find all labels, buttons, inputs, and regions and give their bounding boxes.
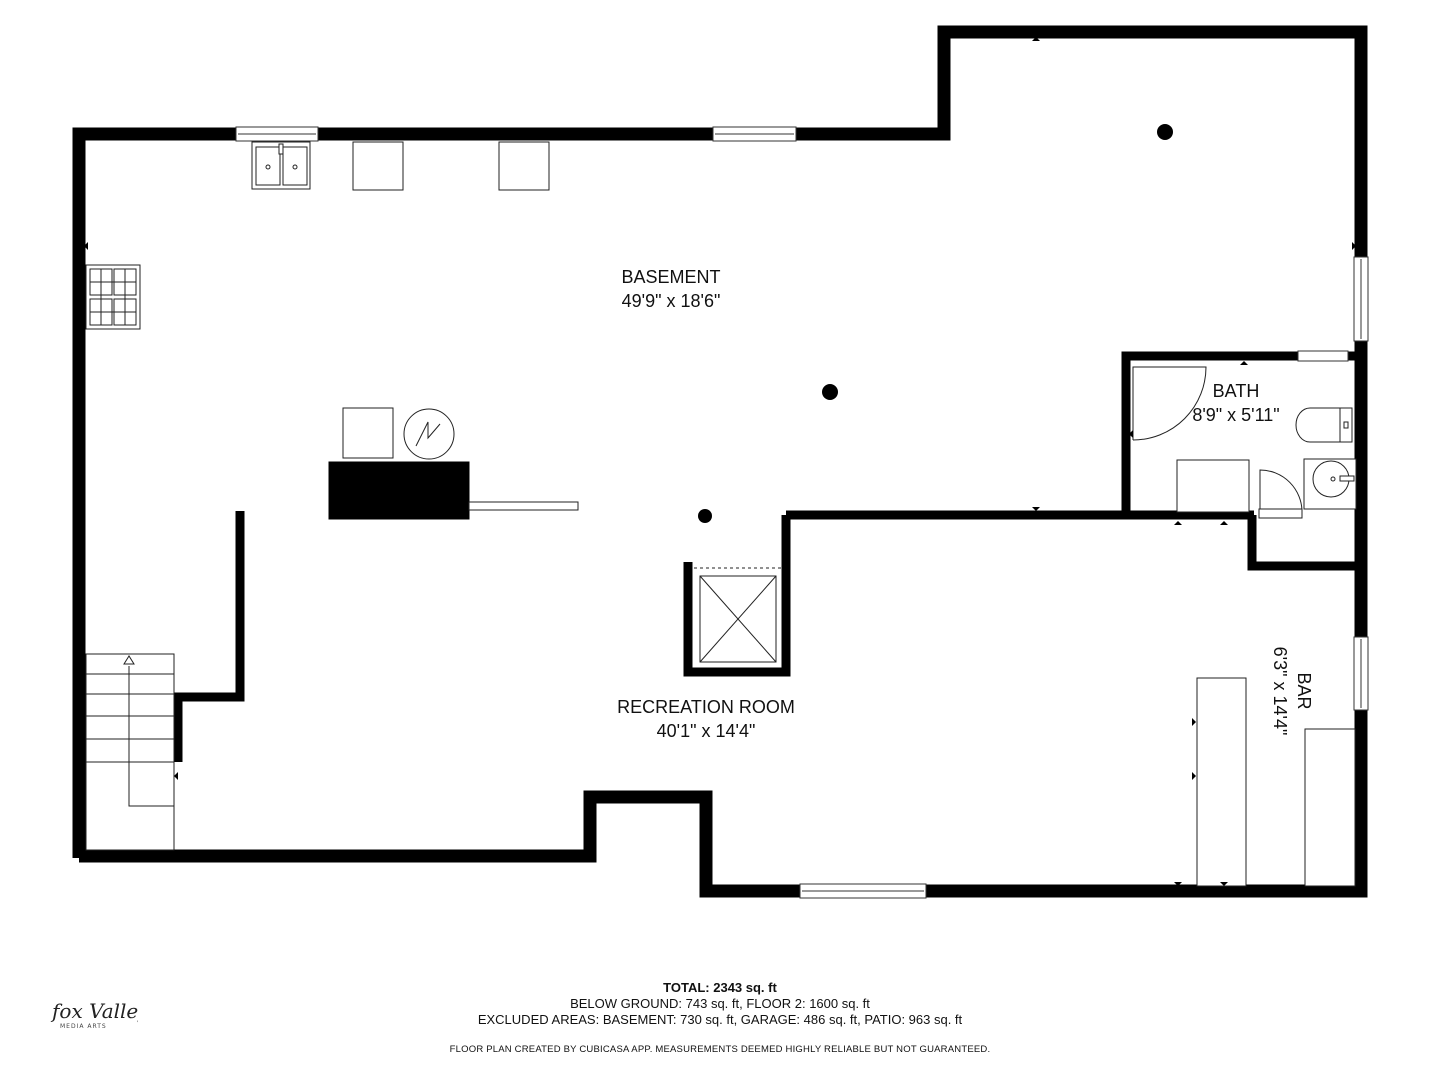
washer-icon: [352, 141, 404, 191]
logo-text: fox Valley: [50, 999, 138, 1023]
doors: [1132, 366, 1303, 519]
room-name: BASEMENT: [621, 267, 721, 287]
fixtures: [85, 141, 1357, 887]
room-label-basement: BASEMENT 49'9" x 18'6": [571, 265, 771, 313]
room-label-recreation: RECREATION ROOM 40'1" x 14'4": [586, 695, 826, 743]
stairs-icon: [85, 653, 175, 851]
room-name: BAR: [1294, 672, 1314, 710]
room-name: BATH: [1212, 381, 1260, 401]
room-name: RECREATION ROOM: [617, 697, 795, 717]
back-counter: [1304, 728, 1356, 887]
toilet-icon: [1295, 407, 1353, 443]
room-dimensions: 8'9" x 5'11": [1192, 405, 1280, 425]
room-label-bar: BAR 6'3" x 14'4": [1268, 621, 1316, 761]
logo-subtext: MEDIA ARTS: [60, 1023, 107, 1030]
fox-valley-logo: fox Valley MEDIA ARTS: [50, 999, 138, 1030]
total-value: 2343 sq. ft: [713, 980, 777, 995]
shelf-rail: [468, 501, 579, 511]
bar-counter: [1196, 677, 1247, 887]
exterior-walls: [72, 25, 1368, 898]
area-summary: TOTAL: 2343 sq. ft BELOW GROUND: 743 sq.…: [420, 980, 1020, 1058]
total-area: TOTAL: 2343 sq. ft: [420, 980, 1020, 996]
sink-icon: [1303, 458, 1357, 510]
room-label-bath: BATH 8'9" x 5'11": [1166, 379, 1306, 427]
laundry-sink-icon: [251, 141, 311, 190]
opening-icon: [694, 567, 782, 663]
windows: [235, 126, 1369, 899]
room-dimensions: 40'1" x 14'4": [656, 721, 756, 741]
total-label: TOTAL:: [663, 980, 710, 995]
room-dimensions: 6'3" x 14'4": [1270, 646, 1290, 736]
stove-icon: [85, 264, 141, 330]
disclaimer: FLOOR PLAN CREATED BY CUBICASA APP. MEAS…: [449, 1044, 991, 1055]
interior-walls: [173, 351, 1356, 762]
wall-markers: [84, 37, 1356, 886]
excluded-areas: EXCLUDED AREAS: BASEMENT: 730 sq. ft, GA…: [477, 1012, 963, 1027]
below-ground-area: BELOW GROUND: 743 sq. ft, FLOOR 2: 1600 …: [570, 996, 870, 1011]
water-heater-icon: [403, 408, 455, 460]
room-dimensions: 49'9" x 18'6": [621, 291, 721, 311]
columns: [698, 124, 1173, 523]
vanity-icon: [1176, 459, 1250, 513]
furnace-icon: [342, 407, 394, 459]
storage-unit: [328, 461, 470, 520]
dryer-icon: [498, 141, 550, 191]
